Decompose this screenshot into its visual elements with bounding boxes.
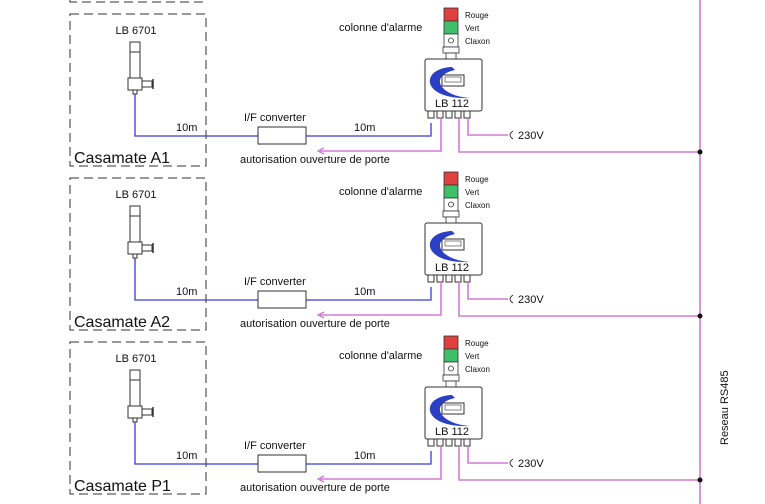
alarm-column-label: colonne d'alarme (339, 186, 422, 198)
door-output-cable (320, 118, 442, 152)
converter-distance-label: 10m (354, 286, 375, 298)
red-lamp-icon (443, 171, 459, 186)
arrow-left-icon (316, 475, 325, 483)
converter-label: I/F converter (244, 440, 306, 452)
bus-junction-dot (697, 149, 703, 155)
rs485-tap-cable (458, 282, 700, 317)
green-lamp-icon (443, 184, 459, 199)
casemate-box (69, 177, 207, 331)
lamp-label-green: Vert (465, 352, 480, 361)
lamp-label-horn: Claxon (465, 37, 490, 46)
alarm-column-label: colonne d'alarme (339, 22, 422, 34)
sensor-distance-label: 10m (176, 286, 197, 298)
door-output-cable (320, 282, 442, 316)
casemate-box (69, 341, 207, 495)
plug-icon (509, 130, 514, 140)
casemate-label: Casamate A2 (74, 314, 170, 331)
lamp-label-horn: Claxon (465, 201, 490, 210)
sensor-label: LB 6701 (116, 189, 157, 201)
sensor-cable (134, 422, 258, 465)
sensor-distance-label: 10m (176, 122, 197, 134)
if-converter-box (257, 126, 307, 145)
converter-cable (306, 123, 432, 137)
red-lamp-icon (443, 335, 459, 350)
green-lamp-icon (443, 20, 459, 35)
casemate-box (69, 13, 207, 167)
if-converter-box (257, 454, 307, 473)
gas-sensor-icon (127, 369, 154, 423)
casemate-label: Casamate A1 (74, 150, 170, 167)
lamp-label-red: Rouge (465, 11, 489, 20)
gas-sensor-icon (127, 41, 154, 95)
converter-distance-label: 10m (354, 450, 375, 462)
lamp-label-red: Rouge (465, 175, 489, 184)
door-output-cable (320, 446, 442, 480)
casemate-block: Casamate A2 LB 6701 10m I/F converter 10m col… (69, 171, 703, 331)
lamp-label-horn: Claxon (465, 365, 490, 374)
red-lamp-icon (443, 7, 459, 22)
previous-casemate-box-edge (69, 0, 207, 3)
sensor-cable (134, 258, 258, 301)
rs485-label: Reseau RS485 (719, 370, 731, 445)
horn-icon (443, 197, 459, 212)
controller-label: LB 112 (435, 98, 469, 110)
casemate-label: Casamate P1 (74, 478, 171, 495)
power-label: 230V (518, 130, 544, 142)
lamp-label-red: Rouge (465, 339, 489, 348)
rs485-tap-cable (458, 446, 700, 481)
door-output-label: autorisation ouverture de porte (240, 318, 390, 330)
arrow-left-icon (316, 311, 325, 319)
door-output-label: autorisation ouverture de porte (240, 482, 390, 494)
alarm-column-label: colonne d'alarme (339, 350, 422, 362)
bus-junction-dot (697, 313, 703, 319)
power-cable (467, 282, 508, 300)
if-converter-box (257, 290, 307, 309)
arrow-left-icon (316, 147, 325, 155)
logo-swoosh-icon (429, 395, 470, 427)
controller-label: LB 112 (435, 262, 469, 274)
gas-sensor-icon (127, 205, 154, 259)
alarm-column-icon (442, 171, 460, 224)
controller-lb112-icon (424, 386, 483, 447)
controller-label: LB 112 (435, 426, 469, 438)
casemate-block: Casamate A1 LB 6701 10m I/F converter 10m col… (69, 7, 703, 167)
lamp-label-green: Vert (465, 188, 480, 197)
logo-swoosh-icon (429, 67, 470, 99)
plug-icon (509, 458, 514, 468)
sensor-cable (134, 94, 258, 137)
green-lamp-icon (443, 348, 459, 363)
power-label: 230V (518, 458, 544, 470)
controller-lb112-icon (424, 222, 483, 283)
converter-label: I/F converter (244, 276, 306, 288)
alarm-column-icon (442, 335, 460, 388)
horn-icon (443, 361, 459, 376)
converter-cable (306, 287, 432, 301)
sensor-label: LB 6701 (116, 353, 157, 365)
sensor-distance-label: 10m (176, 450, 197, 462)
sensor-label: LB 6701 (116, 25, 157, 37)
bus-junction-dot (697, 477, 703, 483)
alarm-column-icon (442, 7, 460, 60)
horn-icon (443, 33, 459, 48)
lamp-label-green: Vert (465, 24, 480, 33)
rs485-tap-cable (458, 118, 700, 153)
power-cable (467, 446, 508, 464)
controller-lb112-icon (424, 58, 483, 119)
converter-distance-label: 10m (354, 122, 375, 134)
power-cable (467, 118, 508, 136)
converter-label: I/F converter (244, 112, 306, 124)
power-label: 230V (518, 294, 544, 306)
logo-swoosh-icon (429, 231, 470, 263)
converter-cable (306, 451, 432, 465)
casemate-block: Casamate P1 LB 6701 10m I/F converter 10m col… (69, 335, 703, 495)
plug-icon (509, 294, 514, 304)
door-output-label: autorisation ouverture de porte (240, 154, 390, 166)
